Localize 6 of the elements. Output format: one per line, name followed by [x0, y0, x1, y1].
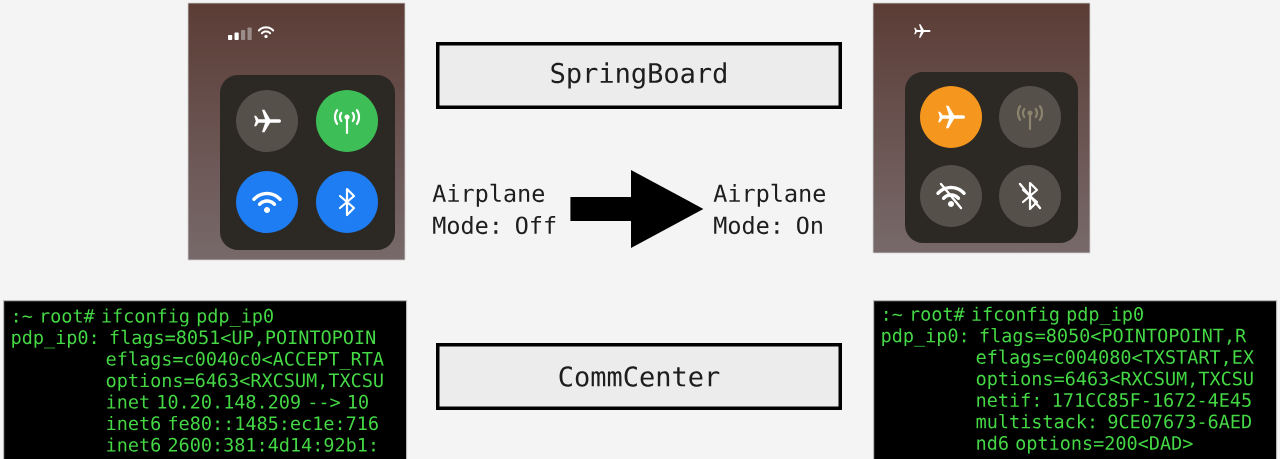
- process-box: CommCenter: [436, 343, 842, 410]
- terminal-window: :~ root# ifconfig pdp_ip0 pdp_ip0: flags=8051<UP,POINTOPOIN eflags=c0040c0<ACCEPT_RTA options=6463<RXCSUM,TXCSU inet 10.20.148.209 --> 10 inet6 fe80::1485:ec1e:716 inet6 2600:381:4d14:92b1:: [3, 300, 408, 459]
- process-box: SpringBoard: [436, 42, 842, 109]
- state-label: Airplane Mode: On: [713, 183, 825, 235]
- terminal-window: :~ root# ifconfig pdp_ip0 pdp_ip0: flags=8050<POINTOPOINT,R eflags=c004080<TXSTART,EX options=6463<RXCSUM,TXCSU netif: 171CC85F-1672-4E45 multistack: 9CE07673-6AED nd6 options=200<DAD>: [873, 300, 1278, 459]
- state-label: Airplane Mode: Off: [432, 183, 556, 235]
